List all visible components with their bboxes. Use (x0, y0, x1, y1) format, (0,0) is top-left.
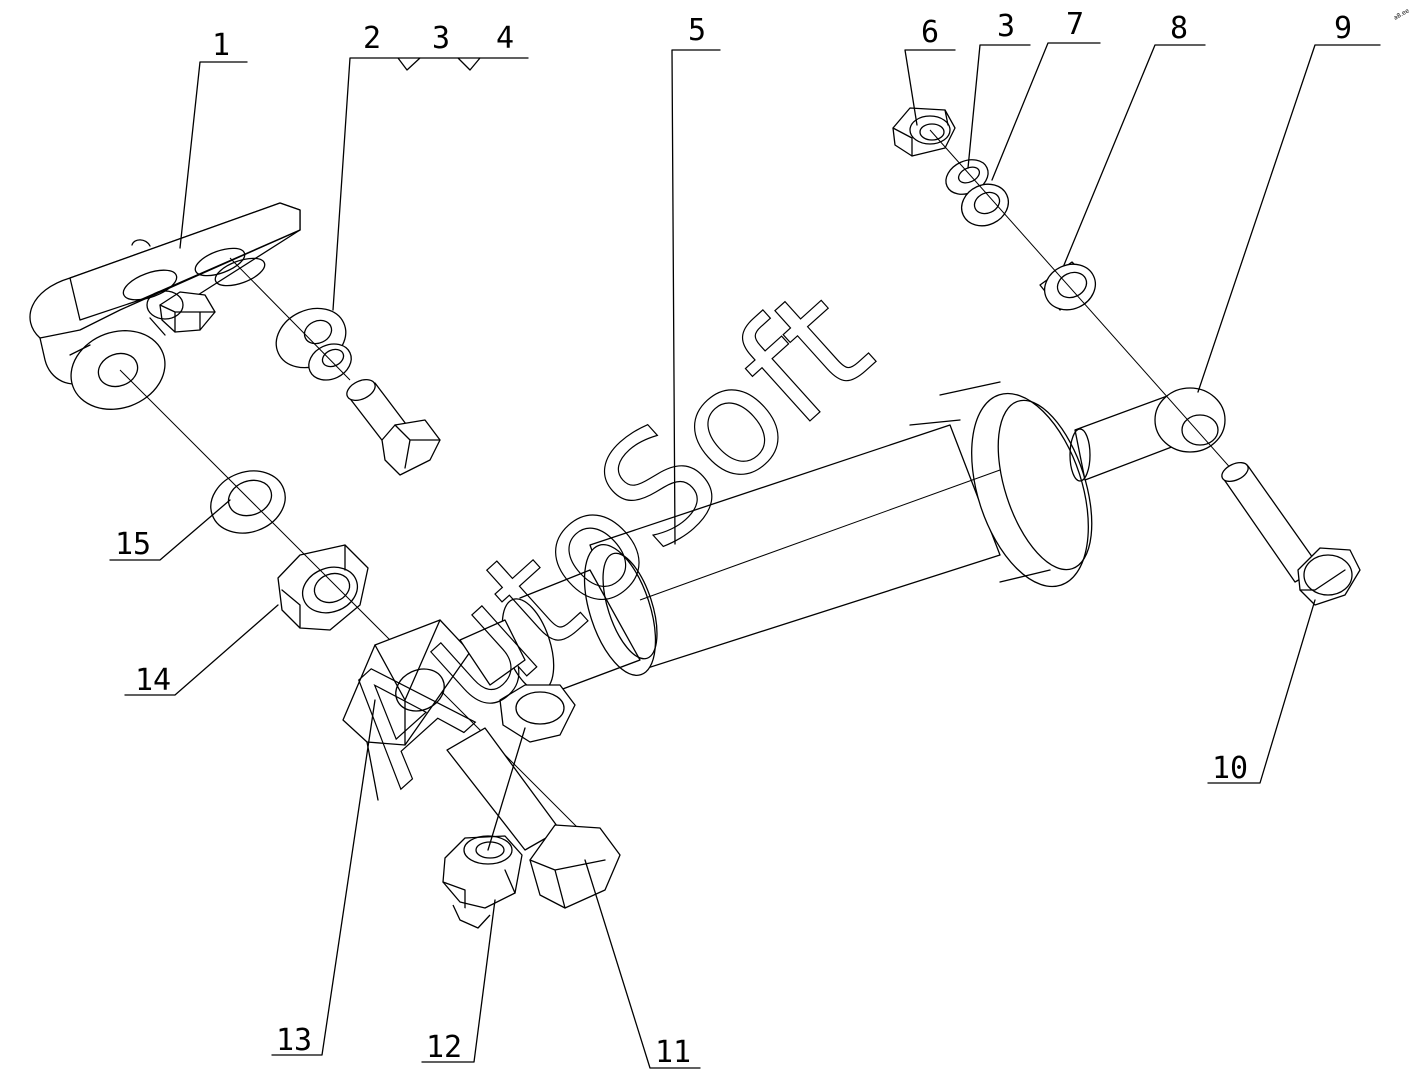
corner-watermark-mark: a8.ee (1393, 7, 1411, 22)
part-7-washer (961, 183, 1009, 227)
part-11-bolt (446, 727, 621, 909)
callout-15: 15 (115, 527, 151, 562)
leader-14 (124, 604, 279, 696)
part-3-lock-washer-right (945, 159, 989, 195)
leader-2-3-4 (332, 57, 529, 311)
callout-numbers: 1 2 3 4 5 6 3 7 8 9 10 11 12 13 14 15 (115, 7, 1352, 1070)
callout-4: 4 (496, 21, 514, 56)
callout-14: 14 (135, 663, 171, 698)
part-9-rod-eye (1069, 387, 1226, 482)
leader-3-right (967, 44, 1031, 169)
callout-7: 7 (1066, 7, 1084, 42)
callout-5: 5 (688, 13, 706, 48)
part-14-nut (277, 544, 369, 631)
leader-7 (991, 42, 1101, 181)
leader-5 (671, 49, 721, 545)
leader-11 (584, 859, 701, 1069)
callout-10: 10 (1212, 751, 1248, 786)
callout-3: 3 (432, 21, 450, 56)
callout-13: 13 (276, 1023, 312, 1058)
part-5-cylinder (501, 381, 1093, 692)
axis-line-upper-left (229, 257, 351, 381)
callout-11: 11 (655, 1035, 691, 1070)
callout-9: 9 (1334, 11, 1352, 46)
callout-6: 6 (921, 15, 939, 50)
part-4-bolt (346, 379, 441, 476)
leader-13 (271, 699, 376, 1056)
leader-6 (904, 49, 956, 126)
callout-2: 2 (363, 21, 381, 56)
leader-8 (1063, 44, 1206, 266)
callout-8: 8 (1170, 11, 1188, 46)
leader-10 (1207, 599, 1316, 784)
callout-1: 1 (212, 28, 230, 63)
leader-1 (179, 61, 248, 249)
leader-lines (109, 42, 1381, 1069)
callout-12: 12 (426, 1030, 462, 1065)
leader-15 (109, 499, 231, 561)
part-1-bracket (29, 202, 301, 410)
part-12-fitting (442, 619, 576, 929)
part-10-bolt (1221, 461, 1361, 606)
part-15-washer (210, 470, 286, 534)
part-6-nut (892, 107, 956, 157)
callout-3-right: 3 (997, 9, 1015, 44)
leader-12 (421, 727, 526, 1063)
leader-9 (1197, 44, 1381, 393)
